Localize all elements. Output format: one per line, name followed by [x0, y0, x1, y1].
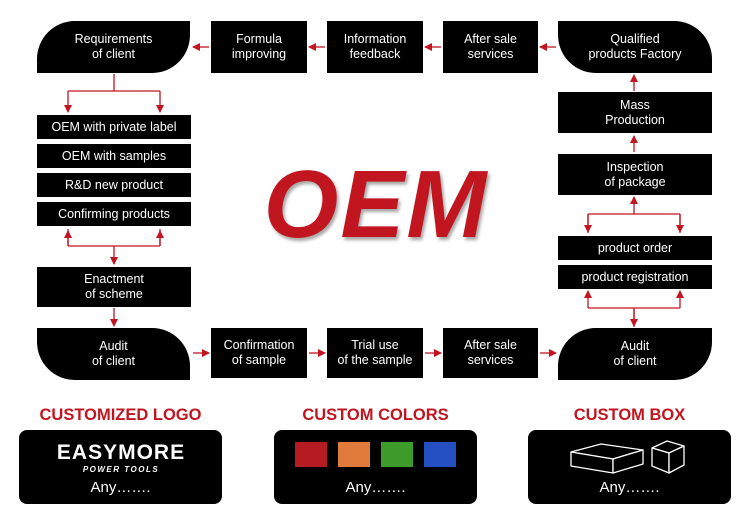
custom-box-panel: Any…….	[528, 430, 731, 504]
audit-of-client-right-node: Audit of client	[558, 328, 712, 380]
flat-box-icon	[570, 443, 644, 474]
mass-production-node: Mass Production	[558, 92, 712, 133]
confirming-products-node: Confirming products	[37, 202, 191, 226]
customized-logo-panel: EASYMORE POWER TOOLS Any…….	[19, 430, 222, 504]
color-swatch-red	[295, 442, 327, 467]
enactment-of-scheme-node: Enactment of scheme	[37, 267, 191, 307]
box-any-caption: Any…….	[599, 479, 660, 496]
color-swatch-blue	[424, 442, 456, 467]
qualified-products-factory-node: Qualified products Factory	[558, 21, 712, 73]
cube-box-icon	[651, 440, 685, 474]
product-registration-node: product registration	[558, 265, 712, 289]
custom-colors-panel: Any…….	[274, 430, 477, 504]
colors-any-caption: Any…….	[345, 479, 406, 496]
audit-of-client-left-node: Audit of client	[37, 328, 190, 380]
color-swatch-green	[381, 442, 413, 467]
requirements-of-client-node: Requirements of client	[37, 21, 190, 73]
trial-use-node: Trial use of the sample	[327, 328, 423, 378]
brand-logo-subtext: POWER TOOLS	[82, 465, 160, 474]
brand-logo: EASYMORE	[56, 441, 186, 464]
information-feedback-node: Information feedback	[327, 21, 423, 73]
formula-improving-node: Formula improving	[211, 21, 307, 73]
logo-any-caption: Any…….	[90, 479, 151, 496]
after-sale-services-bottom-node: After sale services	[443, 328, 538, 378]
custom-box-title: CUSTOM BOX	[573, 406, 686, 424]
oem-title: OEM	[263, 151, 489, 258]
customized-logo-title: CUSTOMIZED LOGO	[39, 406, 202, 424]
inspection-of-package-node: Inspection of package	[558, 154, 712, 195]
custom-colors-title: CUSTOM COLORS	[302, 406, 449, 424]
rd-new-product-node: R&D new product	[37, 173, 191, 197]
confirmation-of-sample-node: Confirmation of sample	[211, 328, 307, 378]
color-swatch-orange	[338, 442, 370, 467]
after-sale-services-top-node: After sale services	[443, 21, 538, 73]
oem-with-samples-node: OEM with samples	[37, 144, 191, 168]
product-order-node: product order	[558, 236, 712, 260]
oem-private-label-node: OEM with private label	[37, 115, 191, 139]
